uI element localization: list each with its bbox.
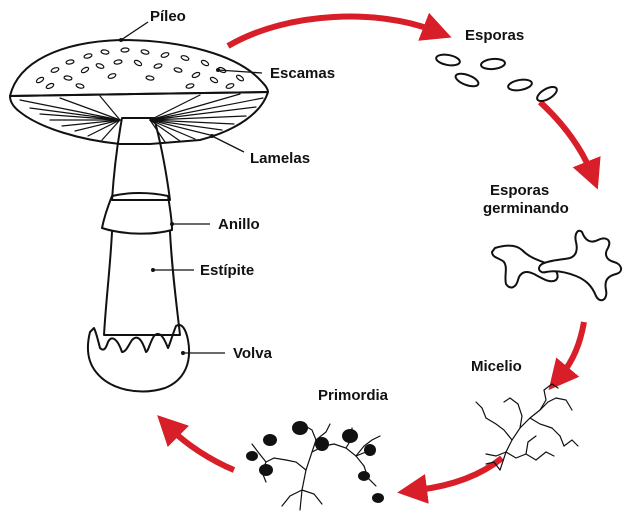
mushroom-stem-upper: [112, 118, 170, 200]
leader-pileo: [121, 22, 148, 40]
label-germinando-2: germinando: [483, 200, 569, 217]
arrow-to-esporas: [228, 17, 432, 46]
label-micelio: Micelio: [471, 358, 522, 375]
label-germinando-1: Esporas: [490, 182, 549, 199]
label-esporas: Esporas: [465, 27, 524, 44]
mushroom-stem-lower: [104, 232, 180, 335]
label-estipite: Estípite: [200, 262, 254, 279]
label-anillo: Anillo: [218, 216, 260, 233]
mushroom-cap: [10, 40, 268, 96]
germinating-spores: [492, 231, 621, 301]
leader-lamelas: [212, 136, 244, 152]
label-leader-lines: [119, 22, 262, 355]
label-pileo: Píleo: [150, 8, 186, 25]
spores: [435, 53, 559, 104]
label-escamas: Escamas: [270, 65, 335, 82]
label-volva: Volva: [233, 345, 273, 362]
label-primordia: Primordia: [318, 387, 389, 404]
primordia: [246, 421, 384, 510]
mycelium: [476, 384, 578, 470]
arrow-to-germinando: [540, 102, 590, 170]
arrow-to-mushroom: [172, 430, 234, 470]
label-lamelas: Lamelas: [250, 150, 310, 167]
arrow-to-micelio: [562, 322, 584, 374]
